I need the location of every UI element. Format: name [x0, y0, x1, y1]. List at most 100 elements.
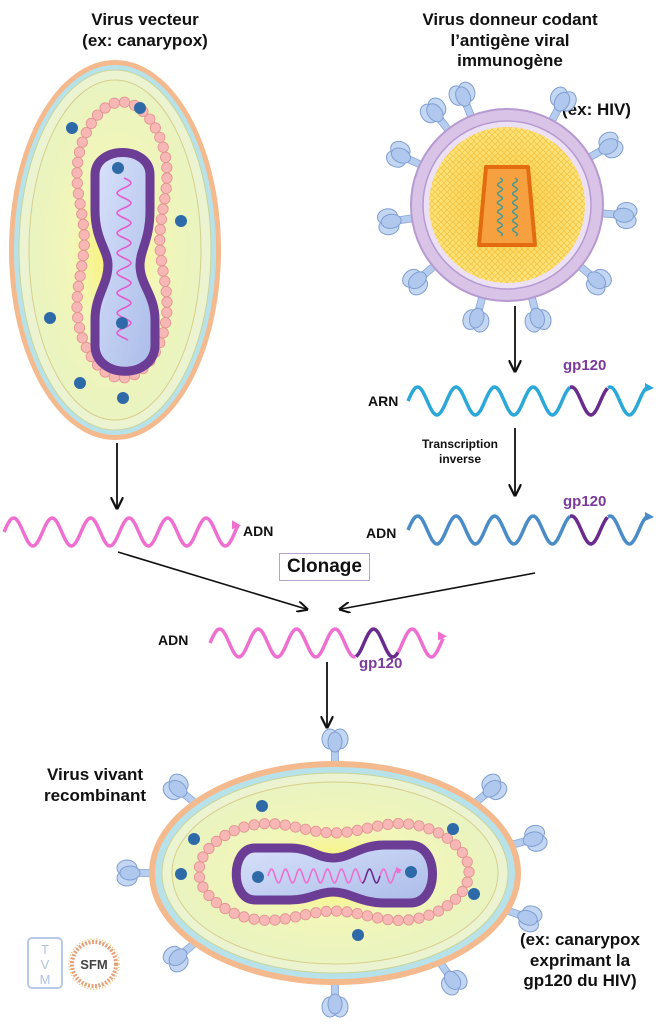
capsid-bead: [161, 162, 173, 174]
capsid-bead: [258, 914, 271, 926]
capsid-bead: [351, 824, 363, 837]
capsid-bead: [248, 819, 260, 831]
capsid-bead: [289, 821, 302, 833]
capsid-bead: [85, 117, 97, 130]
arrow-vector-dna-to-clone: [117, 551, 306, 609]
capsid-bead: [160, 182, 172, 194]
core-dna-arrowhead-icon: [396, 867, 402, 874]
capsid-bead: [197, 851, 209, 863]
vector-virus-title: Virus vecteur (ex: canarypox): [40, 10, 250, 51]
strand-arrowhead-icon: [438, 631, 447, 641]
capsid-bead: [160, 285, 172, 298]
donor-virus-title-line3: immunogène: [457, 51, 563, 71]
capsid-bead: [351, 907, 363, 920]
gene-segment-gp120: [569, 514, 609, 546]
donor-dna-label: ADN: [366, 525, 397, 541]
capsid-bead: [73, 322, 86, 334]
capsid-bead: [159, 275, 171, 287]
capsid-bead: [219, 902, 231, 915]
capsid-bead: [382, 818, 394, 831]
capsid-bead: [155, 213, 167, 225]
gene-label-donor-dna: gp120: [563, 493, 607, 510]
capsid-bead: [154, 244, 166, 256]
capsid-bead: [78, 229, 90, 241]
recombinant-virus-title-line2: recombinant: [43, 785, 147, 805]
donor-dna-strand: [406, 512, 654, 546]
capsid-bead: [76, 136, 88, 148]
capsid-bead: [154, 234, 166, 246]
capsid-bead: [157, 203, 169, 215]
vector-virus-title-line2: (ex: canarypox): [82, 30, 208, 50]
capsid-bead: [91, 109, 104, 121]
hiv-rna-strand: [511, 177, 519, 237]
capsid-bead: [361, 910, 373, 922]
capsid-bead: [72, 311, 84, 324]
capsid-bead: [154, 131, 166, 143]
capsid-bead: [155, 255, 167, 267]
capsid-bead: [108, 97, 120, 109]
strand-segment: [396, 627, 445, 659]
capsid-bead: [463, 866, 475, 878]
envelope-spike-icon: [321, 980, 349, 1018]
recombinant-example-line1: (ex: canarypox: [520, 930, 640, 949]
capsid-bead: [149, 122, 161, 134]
capsid-bead: [197, 881, 209, 893]
strand-segment: [607, 385, 651, 417]
capsid-bead: [210, 835, 222, 848]
vector-capsid-beads: [71, 96, 173, 384]
cloning-label: Clonage: [279, 553, 370, 581]
capsid-bead: [73, 146, 86, 158]
hiv-virus-illustration: [375, 79, 639, 335]
capsid-bead: [341, 826, 353, 838]
capsid-bead: [74, 270, 86, 282]
vector-particles: [44, 102, 187, 404]
capsid-bead: [299, 909, 312, 921]
recombinant-dna-label: ADN: [158, 632, 189, 648]
recombinant-dna-strand: [208, 627, 447, 659]
capsid-bead: [403, 914, 415, 926]
capsid-bead: [157, 141, 169, 153]
capsid-bead: [299, 823, 312, 835]
capsid-bead: [80, 127, 92, 139]
capsid-bead: [330, 905, 343, 917]
donor-virus-title-line2: l’antigène viral: [450, 30, 570, 50]
recombinant-virus-example: (ex: canarypox exprimant la gp120 du HIV…: [500, 930, 660, 992]
svg-text:T: T: [41, 942, 49, 957]
capsid-bead: [238, 821, 250, 833]
vector-virus-illustration: [9, 60, 221, 440]
capsid-bead: [77, 218, 89, 230]
capsid-bead: [441, 900, 453, 912]
capsid-bead: [432, 905, 445, 917]
capsid-bead: [219, 829, 231, 842]
capsid-bead: [341, 906, 353, 918]
capsid-bead: [161, 172, 173, 184]
capsid-bead: [449, 893, 462, 905]
capsid-bead: [382, 913, 394, 926]
capsid-bead: [413, 912, 425, 924]
capsid-bead: [248, 913, 260, 925]
capsid-bead: [71, 167, 83, 179]
rna-strand: [406, 383, 654, 417]
strand-segment: [406, 385, 572, 417]
recombinant-capsid-beads: [193, 817, 475, 927]
capsid-bead: [279, 913, 291, 925]
capsid-bead: [238, 911, 250, 923]
capsid-bead: [157, 327, 169, 339]
capsid-bead: [269, 818, 281, 830]
capsid-bead: [461, 856, 473, 868]
recombinant-example-line2: exprimant la: [529, 950, 631, 970]
capsid-bead: [461, 876, 473, 888]
capsid-bead: [403, 818, 415, 830]
recombinant-virus-title: Virus vivant recombinant: [20, 765, 170, 806]
strand-arrowhead-icon: [232, 520, 241, 530]
capsid-bead: [144, 113, 156, 125]
capsid-bead: [203, 842, 215, 855]
core-dna-segment: [267, 868, 363, 884]
capsid-bead: [279, 819, 291, 831]
capsid-bead: [193, 871, 206, 883]
vector-dna-label: ADN: [243, 523, 274, 539]
vector-virus-title-line1: Virus vecteur: [91, 10, 199, 29]
tvm-logo: T V M: [27, 937, 63, 989]
envelope-spike-icon: [116, 859, 154, 887]
sfm-logo-text: SFM: [80, 957, 107, 972]
